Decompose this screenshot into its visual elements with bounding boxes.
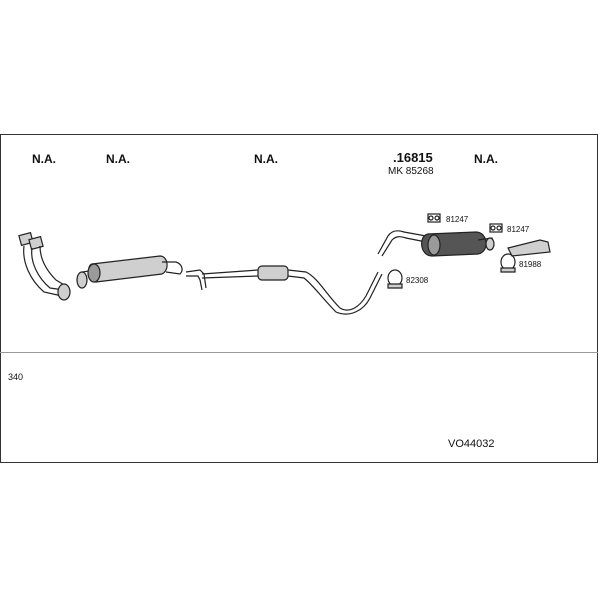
front-silencer bbox=[76, 255, 183, 289]
bracket-b-icon bbox=[489, 223, 503, 233]
exhaust-manifold bbox=[18, 231, 71, 301]
label-rear-silencer-part: .16815 bbox=[393, 150, 433, 165]
label-na-tailpipe: N.A. bbox=[474, 152, 498, 166]
part-number-bracket-a: 81247 bbox=[446, 215, 469, 224]
label-na-manifold: N.A. bbox=[32, 152, 56, 166]
diagram-id: VO44032 bbox=[448, 438, 495, 450]
part-number-bracket-b: 81247 bbox=[507, 225, 530, 234]
rear-silencer bbox=[377, 230, 495, 257]
model-code: 340 bbox=[8, 372, 24, 382]
label-na-middle-pipe: N.A. bbox=[254, 152, 278, 166]
section-divider bbox=[0, 352, 598, 353]
label-na-front-silencer: N.A. bbox=[106, 152, 130, 166]
clamp-a-icon bbox=[387, 269, 403, 289]
tailpipe bbox=[507, 239, 551, 257]
middle-pipe bbox=[185, 265, 383, 315]
diagram-frame bbox=[0, 134, 598, 463]
label-rear-silencer-kit: MK 85268 bbox=[388, 166, 434, 177]
bracket-a-icon bbox=[427, 213, 441, 223]
part-number-clamp-a: 82308 bbox=[406, 276, 429, 285]
part-number-clamp-b: 81988 bbox=[519, 260, 542, 269]
clamp-b-icon bbox=[500, 253, 516, 273]
